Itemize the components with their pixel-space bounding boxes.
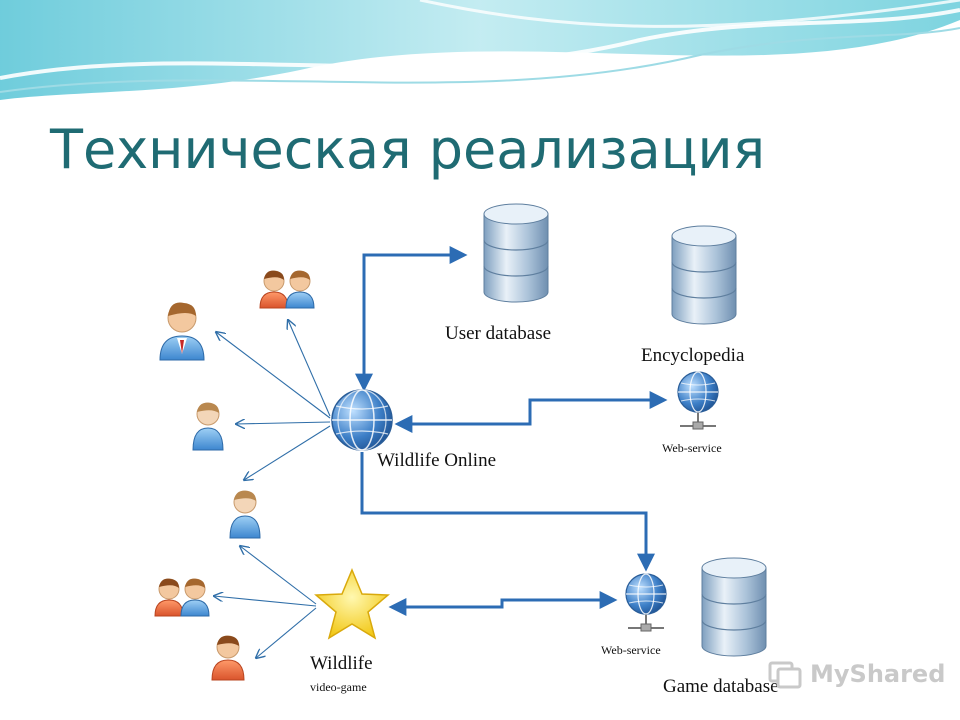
user-blue-icon-2 — [229, 490, 261, 539]
watermark: MyShared — [768, 656, 945, 692]
watermark-text: MyShared — [810, 660, 946, 688]
connector-online-encyclopedia — [394, 391, 668, 433]
header-waves — [0, 0, 960, 100]
slide-title: Техническая реализация — [50, 118, 766, 181]
wildlife-star-icon — [314, 568, 390, 640]
label-wildlife: Wildlife — [310, 653, 373, 674]
connector-online-gameservice — [360, 452, 655, 572]
label-user-database: User database — [445, 323, 552, 344]
arrow-to-user-blue-1 — [236, 422, 331, 424]
label-encyclopedia: Encyclopedia — [641, 345, 745, 366]
online-user-arrows — [216, 320, 331, 480]
encyclopedia-database-icon — [671, 225, 737, 325]
users-pair-icon-top — [259, 270, 315, 309]
label-game-web-service: Web-service — [601, 643, 661, 657]
arrow-to-users-pair — [288, 320, 331, 417]
arrow-game-to-users-pair-2 — [214, 596, 317, 607]
game-database-icon — [701, 557, 767, 657]
arrow-to-user-suit — [216, 332, 331, 419]
user-database-icon — [483, 203, 549, 303]
game-web-service-icon — [625, 573, 667, 632]
game-user-arrows — [214, 546, 317, 658]
connector-game-gameservice — [388, 591, 618, 616]
users-pair-icon-bottom — [154, 578, 210, 617]
arrow-game-to-user-orange — [256, 607, 317, 658]
wildlife-online-globe-icon — [331, 389, 393, 451]
arrow-game-to-user-blue-2 — [240, 546, 317, 605]
label-wildlife-online: Wildlife Online — [377, 450, 497, 471]
connectors — [355, 246, 668, 616]
user-suit-icon — [159, 302, 205, 361]
encyclopedia-web-service-icon — [677, 371, 719, 430]
user-blue-icon-1 — [192, 402, 224, 451]
label-game-database: Game database — [663, 676, 779, 697]
watermark-logo-icon — [768, 661, 802, 689]
user-orange-icon — [211, 635, 245, 681]
arrow-to-user-blue-2 — [244, 425, 331, 480]
label-wildlife-video-game: video-game — [310, 680, 367, 694]
label-encyclopedia-web-service: Web-service — [662, 441, 722, 455]
connector-online-userdb — [355, 246, 468, 392]
